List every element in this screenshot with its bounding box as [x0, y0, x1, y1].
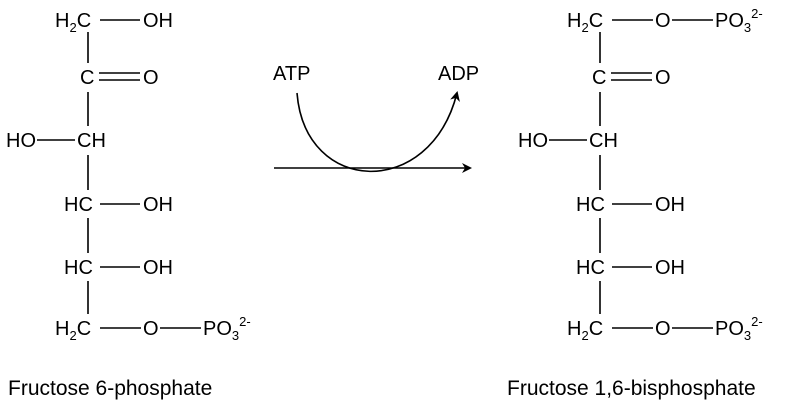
c3-ch-label: CH — [589, 130, 618, 152]
c6-o-label: O — [655, 318, 671, 340]
c6-o-label: O — [143, 318, 159, 340]
c2-o-label: O — [143, 67, 159, 89]
fructose-1-6-bisphosphate-structure: H2C O PO32- C O HO CH HC OH HC OH H2C O … — [518, 6, 763, 343]
reaction-arrow-group: ATP ADP — [273, 63, 479, 173]
c5-oh-label: OH — [143, 257, 173, 279]
c5-hc-label: HC — [64, 257, 93, 279]
right-molecule-name: Fructose 1,6-bisphosphate — [507, 377, 756, 400]
c6-h2c-label: H2C — [55, 318, 91, 343]
fructose-6-phosphate-structure: H2C OH C O HO CH HC OH HC OH H2C O PO32- — [6, 10, 251, 343]
c6-h2c-label: H2C — [567, 318, 603, 343]
c1-h2c-label: H2C — [55, 10, 91, 35]
adp-label: ADP — [438, 63, 479, 85]
c4-oh-label: OH — [143, 194, 173, 216]
c4-hc-label: HC — [576, 194, 605, 216]
c1-o-label: O — [655, 10, 671, 32]
c1-h2c-label: H2C — [567, 10, 603, 35]
phosphate-group-label: PO32- — [203, 314, 251, 343]
c3-ho-label: HO — [518, 130, 548, 152]
c5-oh-label: OH — [655, 257, 685, 279]
cofactor-curved-arrow — [296, 91, 460, 173]
c2-c-label: C — [592, 67, 606, 89]
atp-label: ATP — [273, 63, 310, 85]
c1-oh-label: OH — [143, 10, 173, 32]
c3-ho-label: HO — [6, 130, 36, 152]
left-molecule-name: Fructose 6-phosphate — [8, 377, 212, 400]
c3-ch-label: CH — [77, 130, 106, 152]
c4-oh-label: OH — [655, 194, 685, 216]
c5-hc-label: HC — [576, 257, 605, 279]
phosphate-group-label: PO32- — [715, 6, 763, 35]
c4-hc-label: HC — [64, 194, 93, 216]
c2-c-label: C — [80, 67, 94, 89]
c2-o-label: O — [655, 67, 671, 89]
phosphate-group-label: PO32- — [715, 314, 763, 343]
